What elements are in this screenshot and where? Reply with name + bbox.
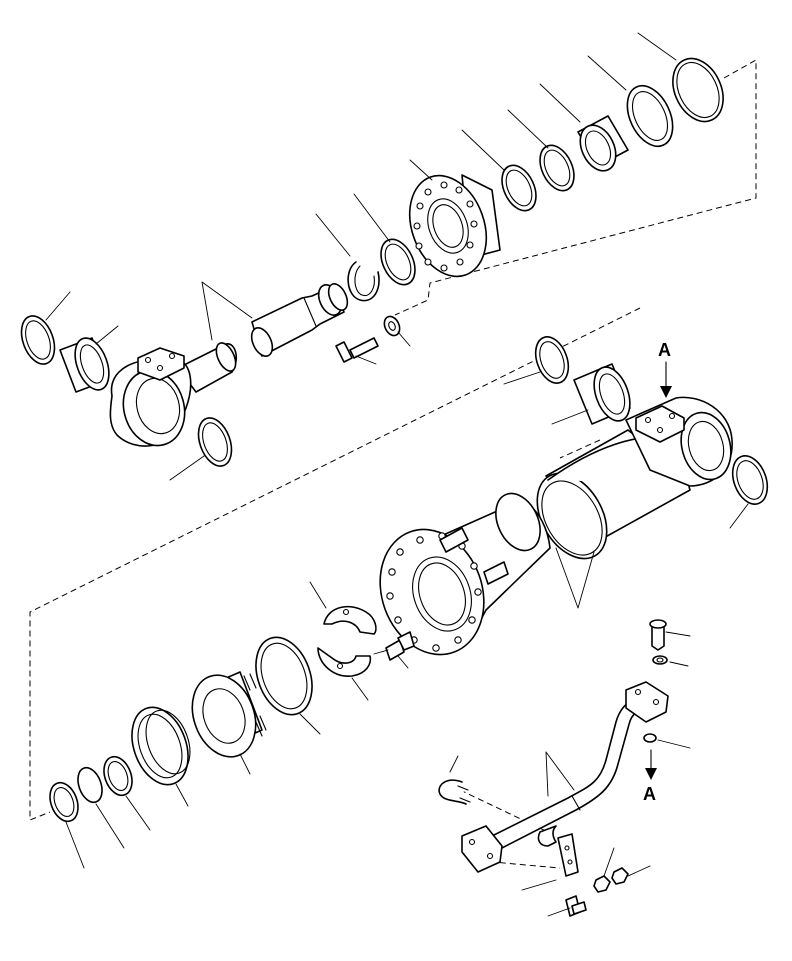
pipe-nut-right [611, 867, 629, 885]
eye-seal-left [20, 315, 56, 365]
buffer-seal [501, 164, 537, 212]
pipe-clamp [537, 825, 557, 847]
split-collar-upper [323, 605, 377, 635]
o-ring-large [672, 57, 724, 123]
piston-seal [131, 706, 189, 786]
pipe-flange-bottom [461, 825, 503, 873]
piston-end-seal [49, 781, 79, 823]
wiper-seal [380, 238, 416, 286]
rod-seal [539, 144, 575, 192]
rod-end-group [20, 57, 724, 467]
pipe-o-ring [643, 733, 657, 743]
arrow-head-top [660, 386, 672, 398]
callout-top: A [658, 340, 672, 398]
callout-label-top: A [658, 340, 671, 360]
barrel-group [379, 336, 769, 656]
piston-o-ring [77, 766, 103, 804]
piston-group [49, 605, 415, 823]
pipe-bracket [557, 833, 579, 877]
collar-bolt [373, 631, 415, 661]
pipe [487, 697, 641, 851]
piston-wear-ring [255, 636, 313, 716]
barrel-eye-seal-top [534, 336, 570, 384]
head-bolt [335, 337, 379, 363]
barrel-end-eye [625, 396, 733, 487]
head-washer [383, 315, 401, 337]
callout-label-bottom: A [643, 784, 656, 804]
barrel-flange [379, 492, 551, 656]
eye-seal-right [197, 417, 233, 467]
pipe-nut-left [593, 875, 611, 893]
piston [191, 671, 267, 758]
pipe-group [438, 619, 669, 917]
leader-lines [45, 32, 749, 917]
barrel-eye-seal-right [731, 455, 769, 505]
piston-rod [250, 283, 349, 357]
split-collar-lower [317, 647, 372, 677]
wear-ring [626, 84, 674, 148]
backup-ring [103, 755, 133, 797]
arrow-head-bottom [645, 768, 657, 780]
callout-bottom: A [643, 749, 657, 804]
rod-eye [109, 342, 238, 447]
u-bolt [438, 779, 467, 805]
cylinder-head [408, 174, 501, 278]
pipe-washer [652, 655, 668, 665]
